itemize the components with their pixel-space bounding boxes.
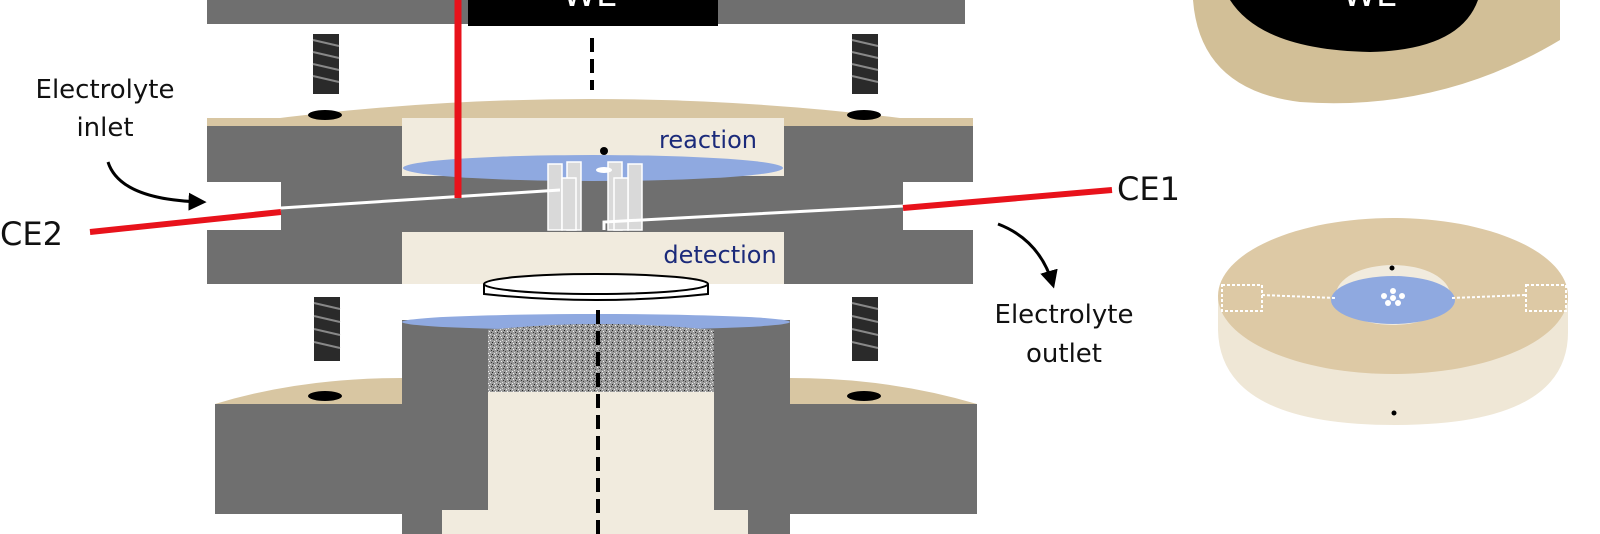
inlet-label-line1: Electrolyte (36, 75, 175, 105)
spring-bottom-left (313, 297, 341, 361)
porous-frit (488, 324, 714, 392)
spring-bottom-right (851, 297, 879, 361)
reaction-electrolyte (403, 155, 783, 181)
ce1-wire (902, 187, 1113, 211)
spring-top-right (851, 34, 879, 94)
top-block: WE (207, 0, 965, 26)
we-disc-3d: WE (1193, 0, 1560, 104)
we-right-label: WE (1342, 0, 1397, 15)
ce1-label: CE1 (1117, 170, 1180, 208)
outlet-label-line1: Electrolyte (995, 300, 1134, 330)
outlet-arrow (997, 222, 1058, 289)
cell-disc-3d (1218, 218, 1569, 425)
window-disc (483, 273, 709, 301)
ce2-label: CE2 (0, 215, 63, 253)
ce2-wire (89, 209, 282, 235)
inlet-port (207, 182, 281, 230)
spring-top-left (312, 34, 340, 94)
we-top-label: WE (562, 0, 617, 15)
middle-block (207, 99, 973, 284)
inlet-arrow (106, 161, 207, 211)
outlet-label-line2: outlet (1026, 339, 1102, 369)
inlet-label-line2: inlet (76, 113, 133, 143)
reaction-label: reaction (659, 126, 757, 154)
detection-label: detection (663, 241, 776, 269)
